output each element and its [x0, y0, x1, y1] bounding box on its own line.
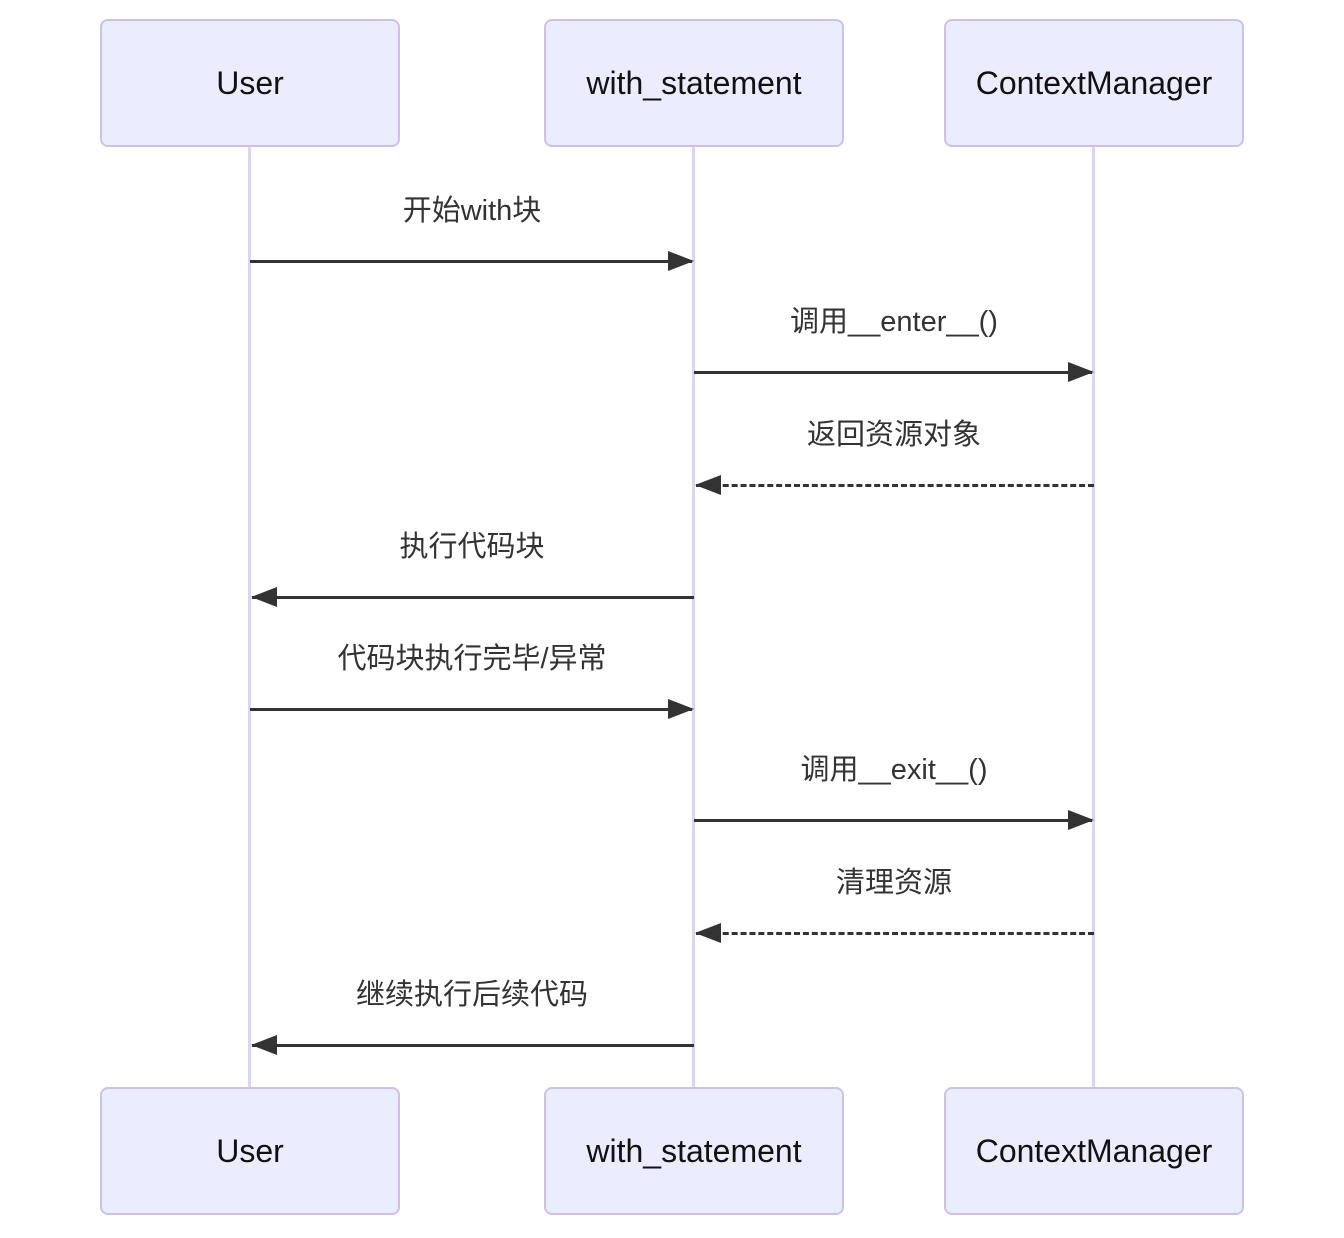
actor-label: User — [216, 64, 284, 101]
arrowhead-icon — [695, 923, 721, 943]
actor-bottom-with-statement: with_statement — [544, 1087, 844, 1215]
actor-bottom-user: User — [100, 1087, 400, 1215]
actor-label: with_statement — [586, 64, 802, 101]
lifeline-with-statement — [692, 147, 695, 1087]
message-line-5 — [250, 708, 692, 711]
arrowhead-icon — [695, 475, 721, 495]
arrowhead-icon — [668, 251, 694, 271]
message-label-2: 调用__enter__() — [790, 306, 998, 338]
actor-bottom-contextmanager: ContextManager — [944, 1087, 1244, 1215]
message-label-7: 清理资源 — [835, 867, 952, 899]
message-label-4: 执行代码块 — [399, 531, 545, 563]
arrowhead-icon — [668, 699, 694, 719]
actor-label: ContextManager — [975, 1132, 1213, 1169]
lifeline-contextmanager — [1092, 147, 1095, 1087]
message-line-3 — [696, 484, 1094, 487]
actor-label: User — [216, 1132, 284, 1169]
message-label-1: 开始with块 — [402, 195, 542, 227]
actor-label: ContextManager — [975, 64, 1213, 101]
lifeline-user — [248, 147, 251, 1087]
message-label-6: 调用__exit__() — [800, 754, 988, 786]
arrowhead-icon — [1068, 810, 1094, 830]
message-line-7 — [696, 932, 1094, 935]
arrowhead-icon — [251, 1035, 277, 1055]
arrowhead-icon — [251, 587, 277, 607]
message-line-4 — [252, 596, 694, 599]
actor-label: with_statement — [586, 1132, 802, 1169]
actor-top-user: User — [100, 19, 400, 147]
actor-top-contextmanager: ContextManager — [944, 19, 1244, 147]
actor-top-with-statement: with_statement — [544, 19, 844, 147]
message-line-6 — [694, 819, 1092, 822]
message-line-8 — [252, 1044, 694, 1047]
message-label-8: 继续执行后续代码 — [355, 979, 588, 1011]
message-line-1 — [250, 260, 692, 263]
arrowhead-icon — [1068, 362, 1094, 382]
message-label-3: 返回资源对象 — [806, 419, 981, 451]
message-label-5: 代码块执行完毕/异常 — [337, 643, 607, 675]
message-line-2 — [694, 371, 1092, 374]
